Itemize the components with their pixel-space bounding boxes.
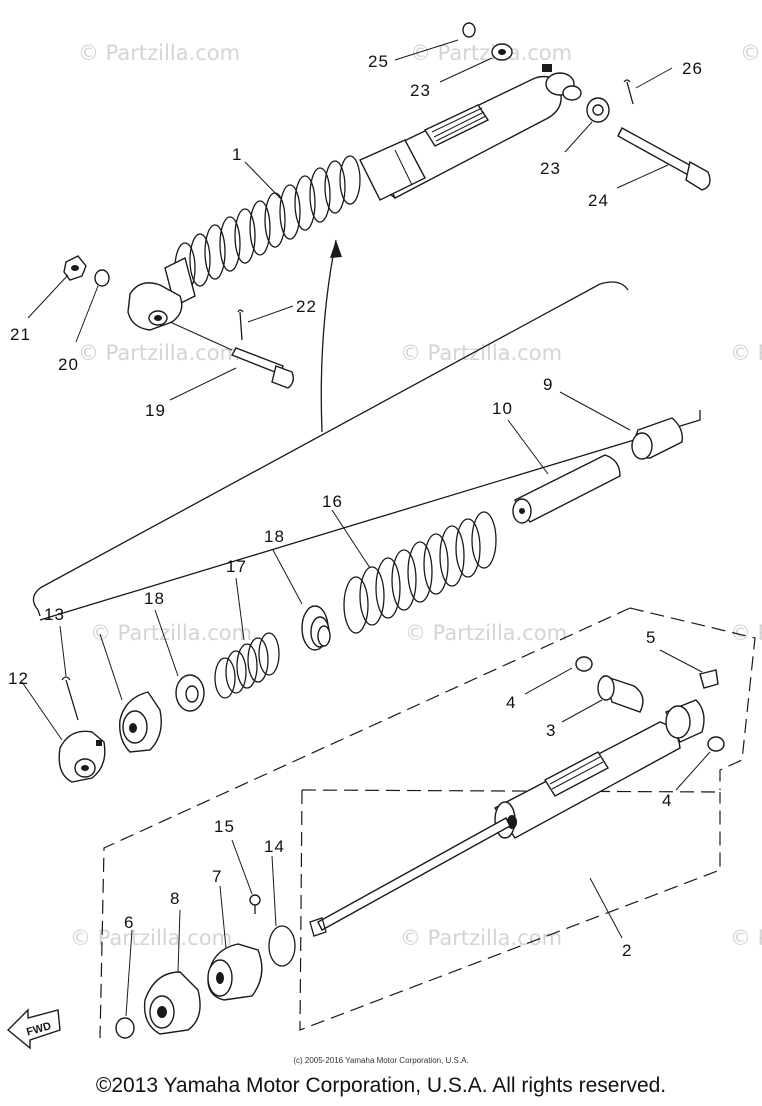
exploded-group-outline	[32, 281, 629, 611]
part-label-16: 16	[322, 492, 343, 511]
part-label-17: 17	[226, 557, 247, 576]
bump-stop-9	[631, 417, 683, 460]
spring-16	[343, 511, 497, 634]
damper-2	[309, 699, 705, 937]
watermark: © Partzilla.com	[78, 341, 240, 365]
adjuster-nut-8	[143, 971, 201, 1035]
part-label-4: 4	[662, 791, 672, 810]
spring-seat-18-upper	[301, 605, 331, 651]
sleeve-10	[512, 454, 621, 524]
lower-eye-12	[58, 730, 106, 783]
part-label-15: 15	[214, 817, 235, 836]
screw-15	[249, 894, 261, 914]
damper-box-left	[99, 607, 631, 1039]
part-label-9: 9	[543, 375, 553, 394]
watermark: © Partzilla.com	[70, 926, 232, 950]
bolt-19	[169, 321, 295, 389]
part-label-13: 13	[44, 605, 65, 624]
part-label-8: 8	[170, 889, 180, 908]
washer-25	[462, 22, 476, 38]
bushing-23-top-hole	[498, 49, 506, 55]
bushing-23-right-hole	[592, 104, 604, 116]
pin-13	[61, 676, 79, 721]
collar-4-upper	[575, 656, 593, 672]
part-label-26: 26	[682, 59, 703, 78]
part-label-18: 18	[264, 527, 285, 546]
part-label-14: 14	[264, 837, 285, 856]
watermark: © Partzilla.com	[400, 341, 562, 365]
fwd-arrow-icon: FWD	[6, 1008, 61, 1050]
adjuster-collar	[119, 691, 162, 753]
copyright-small: (c) 2005-2016 Yamaha Motor Corporation, …	[293, 1056, 469, 1065]
cotter-pin-22	[237, 309, 244, 341]
bolt-5	[699, 669, 719, 689]
watermark: © Partzilla.com	[78, 41, 240, 65]
watermark: © Partzilla.com	[730, 926, 762, 950]
part-label-18: 18	[144, 589, 165, 608]
part-label-23: 23	[410, 81, 431, 100]
watermark: © Partzilla.com	[740, 41, 762, 65]
bolt-24	[617, 127, 711, 191]
watermark: © Partzilla.com	[90, 621, 252, 645]
washer-20	[94, 269, 110, 287]
damper-box-upper	[629, 607, 756, 790]
nut-21	[63, 255, 87, 281]
part-label-5: 5	[646, 628, 656, 647]
part-label-10: 10	[492, 399, 513, 418]
part-label-22: 22	[296, 297, 317, 316]
washer-6	[115, 1017, 135, 1039]
bushing-3	[597, 674, 644, 713]
adjuster-7	[207, 943, 263, 1001]
watermark: © Partzilla.com	[730, 341, 762, 365]
watermark: © Partzilla.com	[400, 926, 562, 950]
collar-4-lower	[707, 736, 725, 752]
circlip-14	[268, 925, 296, 967]
part-labels: 25 23 26 23 24 1 21 20 22 19 9 10 16 18 …	[8, 52, 703, 960]
part-label-25: 25	[368, 52, 389, 71]
leader-lines	[21, 39, 711, 1017]
cotter-pin-26	[623, 79, 634, 105]
copyright-notice: ©2013 Yamaha Motor Corporation, U.S.A. A…	[95, 1074, 667, 1097]
spring-17	[214, 632, 280, 699]
shock-assembly	[127, 64, 582, 433]
part-label-6: 6	[124, 913, 134, 932]
part-label-1: 1	[232, 145, 242, 164]
watermarks: © Partzilla.com © Partzilla.com © Partzi…	[70, 41, 762, 950]
part-label-23: 23	[540, 159, 561, 178]
part-label-3: 3	[546, 721, 556, 740]
part-label-20: 20	[58, 355, 79, 374]
part-label-7: 7	[212, 867, 222, 886]
part-label-4: 4	[506, 693, 516, 712]
part-label-21: 21	[10, 325, 31, 344]
part-label-2: 2	[622, 941, 632, 960]
watermark: © Partzilla.com	[410, 41, 572, 65]
part-label-12: 12	[8, 669, 29, 688]
part-label-19: 19	[145, 401, 166, 420]
part-label-24: 24	[588, 191, 609, 210]
spring-seat-18-lower	[175, 674, 205, 712]
watermark: © Partzilla.com	[405, 621, 567, 645]
damper-box-inner	[299, 789, 721, 1031]
